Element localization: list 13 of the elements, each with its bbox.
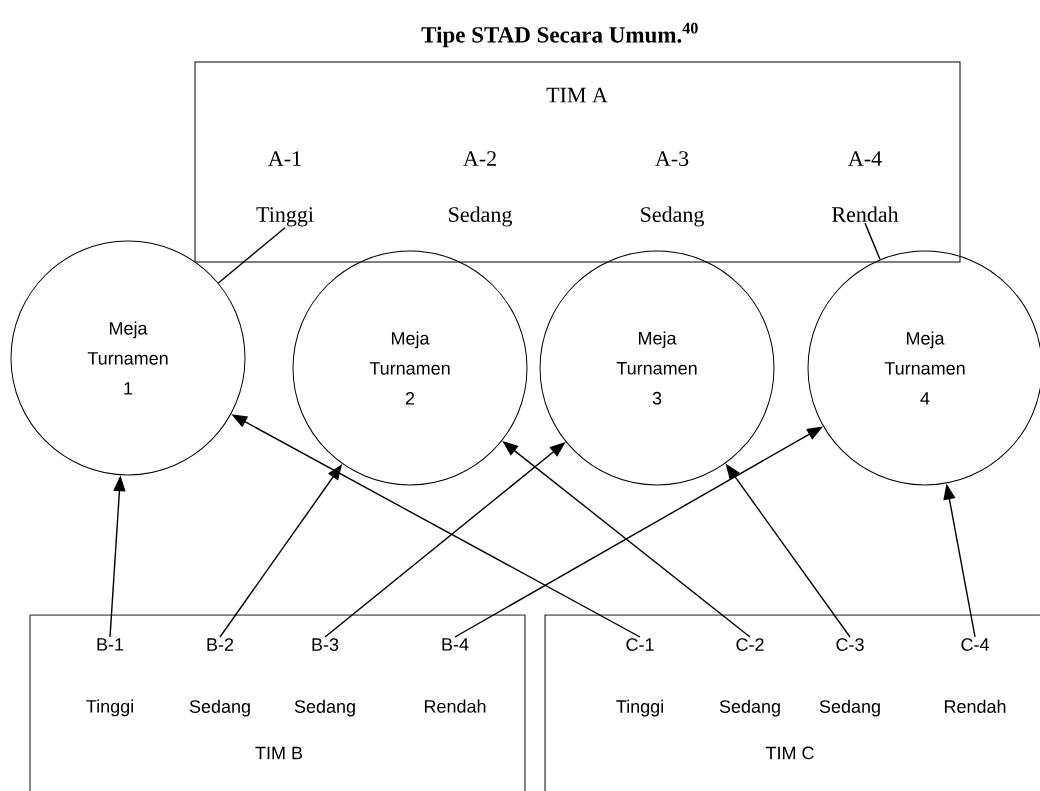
member-label: B-2 Sedang: [189, 638, 250, 717]
member-label: C-1 Tinggi: [616, 638, 663, 717]
member-label: C-2 Sedang: [719, 638, 780, 717]
member-label: A-3 Sedang: [641, 151, 704, 227]
member-label: B-3 Sedang: [294, 638, 355, 717]
member-label: C-3 Sedang: [819, 638, 880, 717]
member-label: B-1 Tinggi: [86, 638, 133, 717]
member-label: C-4 Rendah: [944, 638, 1006, 713]
member-label: A-4 Rendah: [832, 151, 899, 222]
member-label: B-4 Rendah: [424, 638, 486, 713]
title: Tipe STAD Secara Umum.$^{40}$: [421, 22, 698, 48]
member-label: A-2 Sedang: [449, 151, 512, 227]
member-label: A-1 Tinggi: [256, 151, 314, 227]
